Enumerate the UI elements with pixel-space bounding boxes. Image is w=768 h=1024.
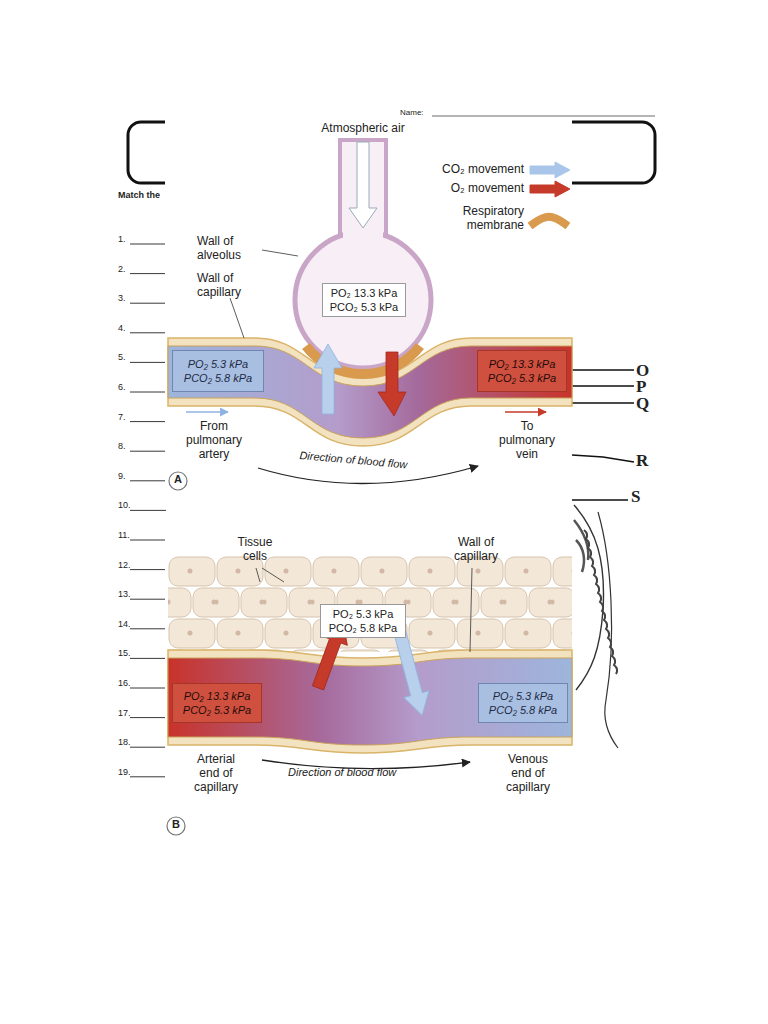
pressure-box: PO₂ 5.3 kPaPCO₂ 5.8 kPa bbox=[320, 604, 406, 638]
pressure-value: PCO₂ 5.3 kPa bbox=[488, 371, 556, 385]
airway-tube bbox=[340, 140, 386, 250]
capillary-blood bbox=[168, 658, 572, 745]
panel-letter: A bbox=[172, 473, 184, 486]
question-number: 7. bbox=[118, 412, 126, 422]
co2-arrow bbox=[314, 344, 342, 414]
question-number: 19. bbox=[118, 767, 131, 777]
question-number: 2. bbox=[118, 264, 126, 274]
panel-background bbox=[165, 528, 572, 838]
pressure-box: PO₂ 13.3 kPaPCO₂ 5.3 kPa bbox=[477, 350, 567, 392]
air-arrow bbox=[349, 142, 377, 228]
pressure-value: PCO₂ 5.8 kPa bbox=[489, 703, 557, 717]
part-label: From pulmonary artery bbox=[184, 420, 244, 461]
part-label: To pulmonary vein bbox=[497, 420, 557, 461]
panel-badge bbox=[169, 472, 187, 490]
panel-background bbox=[165, 120, 572, 505]
name-field: Name: bbox=[400, 108, 424, 117]
question-number: 5. bbox=[118, 352, 126, 362]
sketch-shading bbox=[574, 520, 588, 572]
arrow-swatch bbox=[530, 181, 570, 197]
pressure-box: PO₂ 5.3 kPaPCO₂ 5.8 kPa bbox=[172, 350, 264, 392]
sketch-beads bbox=[584, 530, 617, 674]
question-number: 10. bbox=[118, 500, 131, 510]
question-number: 18. bbox=[118, 737, 131, 747]
leader-line bbox=[256, 568, 284, 582]
part-label: Wall of alveolus bbox=[197, 235, 267, 263]
pressure-box: PO₂ 5.3 kPaPCO₂ 5.8 kPa bbox=[478, 683, 568, 723]
panel-letter: B bbox=[170, 818, 182, 831]
question-number: 9. bbox=[118, 471, 126, 481]
question-number: 3. bbox=[118, 293, 126, 303]
capillary-wall bbox=[168, 650, 572, 753]
pressure-value: PO₂ 5.3 kPa bbox=[493, 689, 553, 703]
question-number: 12. bbox=[118, 560, 131, 570]
pressure-value: PCO₂ 5.3 kPa bbox=[330, 300, 398, 314]
question-number: 13. bbox=[118, 589, 131, 599]
part-label: Tissue cells bbox=[230, 536, 280, 564]
leader-line bbox=[262, 250, 298, 256]
legend-label: Respiratory membrane bbox=[440, 205, 524, 233]
panel-badge bbox=[167, 817, 185, 835]
pressure-value: PO₂ 5.3 kPa bbox=[188, 357, 248, 371]
question-number: 8. bbox=[118, 441, 126, 451]
leader-line bbox=[470, 568, 472, 652]
question-number: 11. bbox=[118, 530, 130, 540]
name-blank bbox=[432, 116, 655, 117]
question-number: 15. bbox=[118, 648, 131, 658]
pressure-value: PCO₂ 5.8 kPa bbox=[184, 371, 252, 385]
pressure-value: PO₂ 5.3 kPa bbox=[333, 607, 394, 621]
callout-letter: P bbox=[636, 377, 646, 397]
pressure-value: PCO₂ 5.3 kPa bbox=[183, 703, 251, 717]
pressure-value: PO₂ 13.3 kPa bbox=[331, 286, 398, 300]
question-number: 14. bbox=[118, 619, 131, 629]
pressure-value: PCO₂ 5.8 kPa bbox=[329, 621, 397, 635]
membrane-swatch bbox=[530, 217, 568, 226]
instruction: Match the bbox=[118, 190, 160, 200]
leader-line bbox=[230, 298, 244, 338]
pressure-box: PO₂ 13.3 kPaPCO₂ 5.3 kPa bbox=[172, 683, 262, 723]
question-number: 6. bbox=[118, 382, 126, 392]
alveolus bbox=[295, 232, 431, 368]
flow-arrow bbox=[186, 411, 228, 413]
part-label: Arterial end of capillary bbox=[186, 753, 246, 794]
callout-letter: S bbox=[631, 487, 640, 507]
answer-blanks bbox=[130, 244, 166, 777]
legend-label: O₂ movement bbox=[440, 182, 524, 196]
legend-label: CO₂ movement bbox=[440, 163, 524, 177]
o2-arrow bbox=[378, 352, 406, 416]
question-number: 4. bbox=[118, 323, 126, 333]
part-label: Atmospheric air bbox=[303, 122, 423, 136]
sketch-outline bbox=[574, 505, 604, 690]
question-number: 1. bbox=[118, 234, 126, 244]
pressure-value: PO₂ 13.3 kPa bbox=[184, 689, 251, 703]
flow-arrow bbox=[505, 411, 546, 413]
callout-letter: Q bbox=[636, 394, 649, 414]
tissue-cells bbox=[168, 556, 572, 652]
part-label: Wall of capillary bbox=[446, 536, 506, 564]
pressure-box: PO₂ 13.3 kPaPCO₂ 5.3 kPa bbox=[322, 283, 406, 317]
flow-direction-arrow bbox=[258, 466, 478, 484]
arrow-swatch bbox=[530, 162, 570, 178]
callout-letter: R bbox=[636, 451, 648, 471]
question-number: 16. bbox=[118, 678, 131, 688]
part-label: Wall of capillary bbox=[197, 272, 267, 300]
part-label: Venous end of capillary bbox=[498, 753, 558, 794]
flow-label: Direction of blood flow bbox=[288, 766, 396, 779]
pressure-value: PO₂ 13.3 kPa bbox=[489, 357, 556, 371]
question-number: 17. bbox=[118, 708, 131, 718]
flow-label: Direction of blood flow bbox=[299, 449, 408, 471]
